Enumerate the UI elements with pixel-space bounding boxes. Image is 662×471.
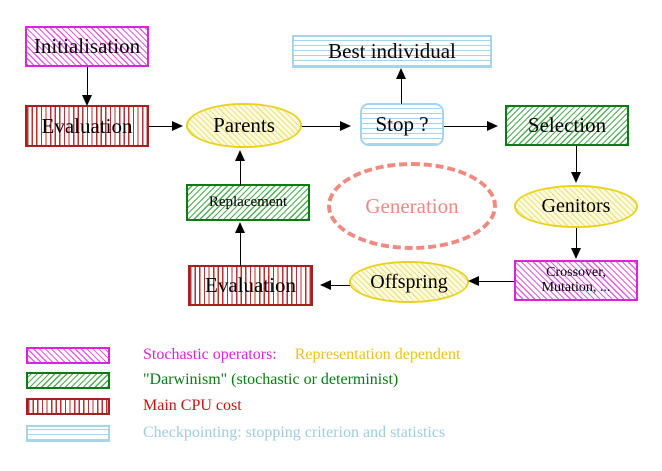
- node-offspring[interactable]: Offspring: [349, 261, 469, 303]
- node-best-individual[interactable]: Best individual: [292, 35, 492, 68]
- node-stop[interactable]: Stop ?: [360, 103, 444, 146]
- node-stop-label: Stop ?: [375, 112, 429, 137]
- node-crossover-mutation[interactable]: Crossover, Mutation, ...: [514, 260, 638, 301]
- node-evaluation-top-label: Evaluation: [41, 113, 133, 138]
- legend-swatch-green-diagonal-hatch: [26, 371, 110, 389]
- legend-label-representation-dependent: Representation dependent: [294, 346, 461, 363]
- arrowhead-crossover-to-offspring: [468, 276, 479, 286]
- legend-label-main-cpu-cost: Main CPU cost: [143, 397, 242, 414]
- node-selection[interactable]: Selection: [505, 105, 629, 146]
- node-offspring-label: Offspring: [370, 270, 448, 293]
- node-generation-boundary: Generation: [327, 162, 497, 250]
- node-parents[interactable]: Parents: [186, 103, 302, 148]
- legend-swatch-red-vertical-hatch: [26, 397, 110, 415]
- arrowhead-evaluation-to-replacement: [235, 222, 245, 233]
- edge-evaluation-to-replacement: [240, 228, 241, 266]
- edge-stop-to-selection: [444, 126, 492, 127]
- legend-label-stochastic-operators: Stochastic operators:Representation depe…: [143, 346, 461, 363]
- node-replacement[interactable]: Replacement: [186, 184, 310, 221]
- arrowhead-stop-to-selection: [487, 121, 498, 131]
- node-replacement-label: Replacement: [208, 193, 288, 210]
- node-evaluation-bottom-label: Evaluation: [205, 273, 296, 298]
- legend-row-darwinism: "Darwinism" (stochastic or determinist): [26, 371, 398, 389]
- arrowhead-genitors-to-crossover: [571, 248, 581, 259]
- edge-initialisation-to-evaluation: [87, 67, 88, 97]
- arrowhead-selection-to-genitors: [571, 172, 581, 183]
- edge-crossover-to-offspring: [478, 281, 514, 282]
- legend-label-checkpointing: Checkpointing: stopping criterion and st…: [143, 424, 446, 441]
- edge-selection-to-genitors: [576, 146, 577, 174]
- node-generation-label: Generation: [365, 193, 459, 218]
- edge-genitors-to-crossover: [576, 228, 577, 250]
- arrowhead-stop-to-best-individual: [396, 68, 406, 79]
- node-selection-label: Selection: [527, 113, 607, 138]
- legend-row-stochastic-operators: Stochastic operators:Representation depe…: [26, 346, 460, 364]
- arrowhead-offspring-to-evaluation: [320, 280, 331, 290]
- arrowhead-parents-to-stop: [340, 121, 351, 131]
- edge-replacement-to-parents: [240, 158, 241, 186]
- edge-stop-to-best-individual: [401, 70, 402, 104]
- node-genitors-label: Genitors: [541, 195, 611, 217]
- node-initialisation-label: Initialisation: [33, 34, 141, 59]
- legend-row-checkpointing: Checkpointing: stopping criterion and st…: [26, 424, 445, 442]
- node-parents-label: Parents: [213, 113, 275, 138]
- edge-parents-to-stop: [302, 126, 344, 127]
- arrowhead-initialisation-to-evaluation: [82, 95, 92, 106]
- arrowhead-replacement-to-parents: [235, 150, 245, 161]
- node-crossover-mutation-label: Crossover, Mutation, ...: [541, 264, 611, 295]
- node-evaluation-bottom[interactable]: Evaluation: [188, 265, 313, 306]
- legend-row-main-cpu-cost: Main CPU cost: [26, 397, 242, 415]
- node-evaluation-top[interactable]: Evaluation: [25, 105, 149, 147]
- edge-offspring-to-evaluation: [330, 285, 350, 286]
- node-best-individual-label: Best individual: [328, 39, 456, 64]
- node-initialisation[interactable]: Initialisation: [25, 26, 149, 67]
- legend-swatch-magenta-diagonal-hatch: [26, 346, 110, 364]
- edge-evaluation-to-parents: [149, 126, 176, 127]
- legend-label-darwinism: "Darwinism" (stochastic or determinist): [143, 371, 399, 388]
- legend-swatch-blue-horizontal-hatch: [26, 424, 110, 442]
- node-genitors[interactable]: Genitors: [514, 185, 638, 228]
- arrowhead-evaluation-to-parents: [172, 121, 183, 131]
